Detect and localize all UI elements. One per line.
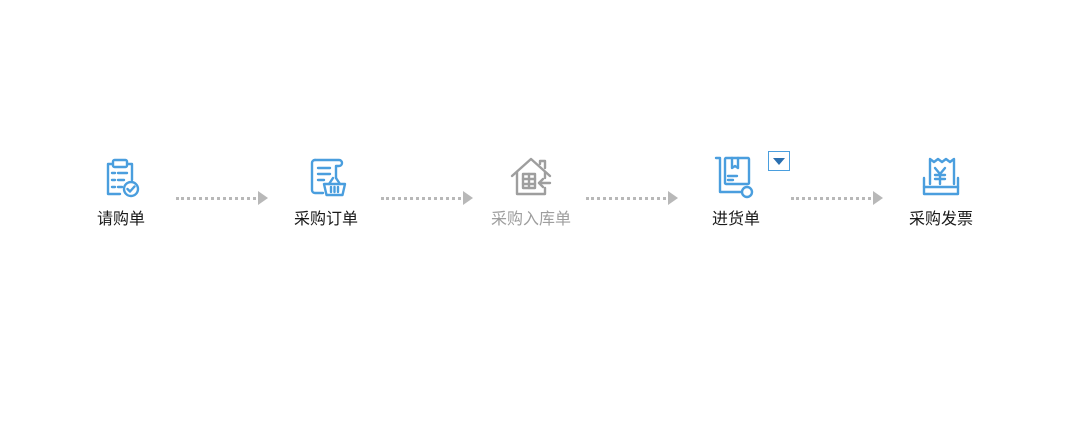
flow-arrow [791, 190, 883, 206]
step-label: 采购入库单 [490, 209, 571, 228]
order-basket-icon [310, 158, 347, 197]
step-label: 进货单 [711, 209, 760, 228]
step-label: 请购单 [96, 209, 145, 228]
step-purchase-requisition[interactable]: 请购单 [61, 154, 181, 230]
flow-arrow [176, 190, 268, 206]
clipboard-check-icon [106, 158, 140, 198]
step-purchase-order[interactable]: 采购订单 [266, 154, 386, 230]
step-purchase-invoice[interactable]: 采购发票 [881, 154, 1001, 230]
step-label: 采购发票 [908, 209, 973, 228]
package-cart-icon [714, 156, 754, 199]
caret-down-icon [773, 157, 785, 165]
step-label: 采购订单 [293, 209, 358, 228]
step-goods-receipt[interactable]: 进货单 [676, 154, 796, 230]
step-purchase-inbound[interactable]: 采购入库单 [471, 154, 591, 230]
step-dropdown-button[interactable] [768, 151, 790, 171]
warehouse-inbound-icon [510, 157, 552, 196]
flow-arrow [586, 190, 678, 206]
flow-arrow [381, 190, 473, 206]
invoice-yuan-icon [922, 157, 960, 196]
